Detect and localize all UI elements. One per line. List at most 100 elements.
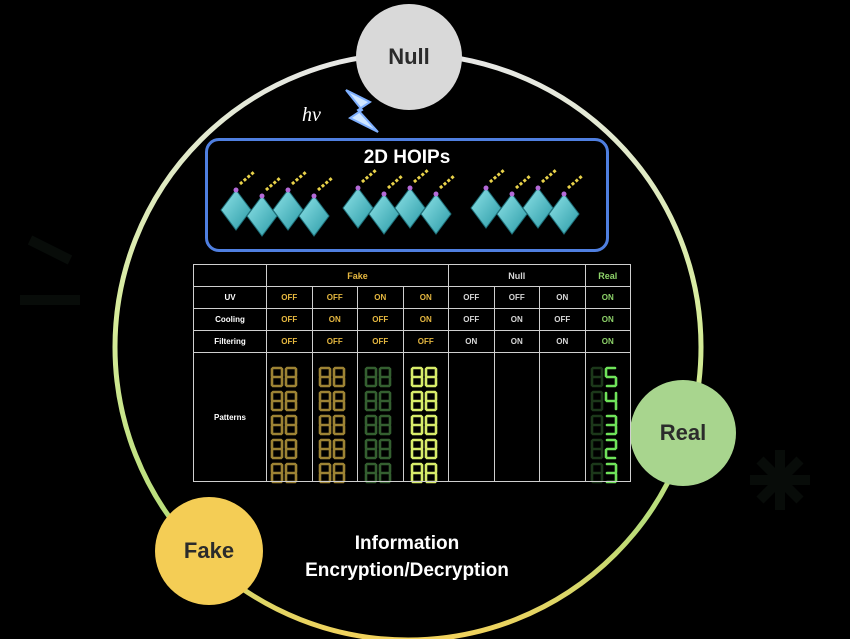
pattern-cell: [584, 352, 631, 482]
fake-state-node: Fake: [155, 497, 263, 605]
halide-atom: [407, 185, 413, 191]
pattern-cell: [311, 352, 358, 482]
group-header-null: Null: [448, 264, 586, 287]
halide-atom: [311, 193, 317, 199]
organic-cation: [515, 174, 531, 190]
octahedron: [342, 187, 374, 229]
pattern-cell: [493, 352, 540, 482]
organic-cation: [317, 176, 333, 192]
octahedron: [272, 189, 304, 231]
halide-atom: [355, 185, 361, 191]
hoip-crystal-structures: [220, 168, 583, 237]
table-cell: OFF: [448, 286, 495, 309]
octahedron: [420, 193, 452, 235]
table-header-row: Fake Null Real: [193, 264, 631, 287]
pattern-cell: [539, 352, 586, 482]
octahedron: [246, 195, 278, 237]
octahedron: [522, 187, 554, 229]
table-cell: OFF: [402, 330, 449, 353]
row-label-cooling: Cooling: [193, 308, 267, 331]
table-cell: ON: [493, 330, 540, 353]
table-cell: OFF: [266, 308, 313, 331]
row-label-patterns: Patterns: [193, 352, 267, 482]
table-cell: ON: [402, 308, 449, 331]
organic-cation: [489, 168, 505, 184]
caption-line-1: Information: [354, 533, 460, 554]
perovskite-chain: [342, 168, 455, 235]
halide-atom: [381, 191, 387, 197]
halide-atom: [535, 185, 541, 191]
organic-cation: [239, 170, 255, 186]
table-cell: ON: [539, 286, 586, 309]
hoip-title: 2D HOIPs: [363, 147, 451, 168]
group-header-fake: Fake: [266, 264, 449, 287]
table-cell: ON: [539, 330, 586, 353]
table-cell: ON: [448, 330, 495, 353]
table-cell: ON: [493, 308, 540, 331]
table-row-cooling: Cooling OFF ON OFF ON OFF ON OFF ON: [193, 308, 631, 331]
perovskite-chain: [470, 168, 583, 235]
halide-atom: [285, 187, 291, 193]
octahedron: [548, 193, 580, 235]
organic-cation: [265, 176, 281, 192]
real-label: Real: [659, 420, 707, 445]
halide-atom: [483, 185, 489, 191]
table-cell: OFF: [357, 308, 404, 331]
halide-atom: [259, 193, 265, 199]
halide-atom: [561, 191, 567, 197]
table-cell: OFF: [311, 286, 358, 309]
table-row-uv: UV OFF OFF ON ON OFF OFF ON ON: [193, 286, 631, 309]
table-cell: OFF: [539, 308, 586, 331]
octahedron: [394, 187, 426, 229]
organic-cation: [413, 168, 429, 184]
octahedron: [496, 193, 528, 235]
octahedron: [298, 195, 330, 237]
organic-cation: [361, 168, 377, 184]
table-cell: OFF: [493, 286, 540, 309]
pattern-cell: [402, 352, 449, 482]
table-cell: OFF: [266, 330, 313, 353]
octahedron: [470, 187, 502, 229]
pattern-cell: [266, 352, 313, 482]
table-cell: ON: [584, 330, 631, 353]
octahedron: [368, 193, 400, 235]
organic-cation: [291, 170, 307, 186]
table-cell: OFF: [357, 330, 404, 353]
table-cell: OFF: [266, 286, 313, 309]
halide-atom: [233, 187, 239, 193]
group-header-real: Real: [584, 264, 631, 287]
table-cell: ON: [311, 308, 358, 331]
table-corner-cell: [193, 264, 267, 287]
encryption-condition-table: Fake Null Real UV OFF OFF ON ON OFF OFF …: [193, 264, 631, 482]
octahedron: [220, 189, 252, 231]
halide-atom: [433, 191, 439, 197]
fake-label: Fake: [183, 538, 235, 563]
table-cell: OFF: [311, 330, 358, 353]
organic-cation: [567, 174, 583, 190]
table-row-filtering: Filtering OFF OFF OFF OFF ON ON ON ON: [193, 330, 631, 353]
lightning-bolt-icon: [345, 89, 379, 133]
null-label: Null: [388, 44, 430, 69]
background-decoration: [20, 235, 810, 510]
table-cell: ON: [584, 286, 631, 309]
null-state-node: Null: [356, 4, 462, 110]
pattern-cell: [357, 352, 404, 482]
row-label-uv: UV: [193, 286, 267, 309]
hoip-panel: 2D HOIPs: [205, 138, 609, 252]
caption: Information Encryption/Decryption: [272, 530, 542, 584]
organic-cation: [387, 174, 403, 190]
real-state-node: Real: [630, 380, 736, 486]
organic-cation: [541, 168, 557, 184]
table-cell: OFF: [448, 308, 495, 331]
organic-cation: [439, 174, 455, 190]
caption-line-2: Encryption/Decryption: [305, 560, 509, 581]
row-label-filtering: Filtering: [193, 330, 267, 353]
table-row-patterns: Patterns: [193, 352, 631, 482]
table-cell: ON: [402, 286, 449, 309]
photon-label: hv: [302, 104, 321, 126]
pattern-cell: [448, 352, 495, 482]
halide-atom: [509, 191, 515, 197]
perovskite-chain: [220, 170, 333, 237]
table-cell: ON: [584, 308, 631, 331]
table-cell: ON: [357, 286, 404, 309]
